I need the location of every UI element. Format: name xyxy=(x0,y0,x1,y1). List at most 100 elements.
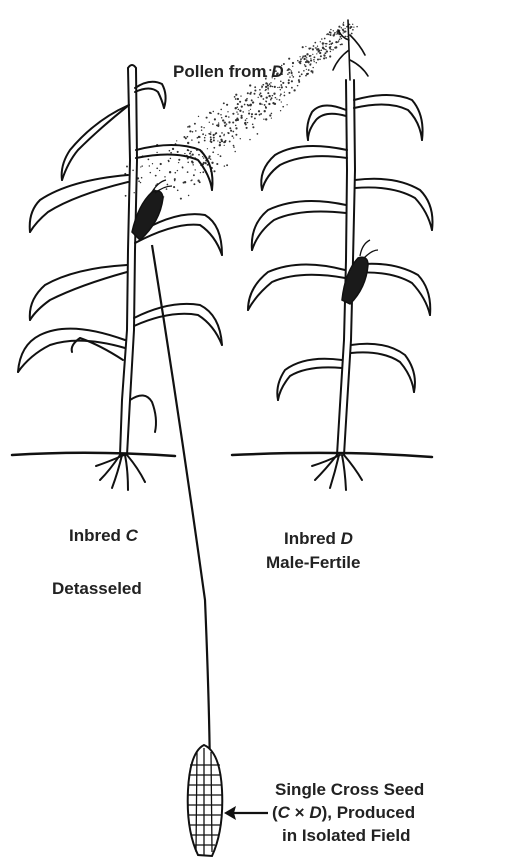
pollen-grain xyxy=(315,47,316,48)
pollen-grain xyxy=(187,171,189,173)
pollen-grain xyxy=(316,48,318,50)
pollen-grain xyxy=(329,55,331,57)
pollen-grain xyxy=(284,92,285,93)
pollen-grain xyxy=(270,85,272,87)
pollen-grain xyxy=(280,93,282,95)
pollen-grain xyxy=(252,101,254,103)
pollen-grain xyxy=(205,135,206,136)
pollen-grain xyxy=(223,102,225,104)
pollen-grain xyxy=(322,46,324,48)
pollen-grain xyxy=(314,42,316,44)
pollen-grain xyxy=(168,160,170,162)
inbred-c-label-prefix: Inbred xyxy=(69,526,126,545)
pollen-grain xyxy=(254,86,256,88)
pollen-grain xyxy=(265,86,267,88)
pollen-grain xyxy=(330,51,331,52)
pollen-grain xyxy=(303,70,305,72)
pollen-grain xyxy=(288,79,290,81)
pollen-grain xyxy=(203,127,204,128)
pollen-grain xyxy=(306,69,307,70)
pollen-grain xyxy=(206,117,208,119)
pollen-grain xyxy=(244,104,246,106)
pollen-grain xyxy=(226,104,228,106)
pollen-grain xyxy=(281,101,282,102)
pollen-grain xyxy=(303,58,305,60)
pollen-grain xyxy=(219,135,221,137)
pollen-grain xyxy=(300,58,302,60)
pollen-grain xyxy=(201,129,202,130)
pollen-grain xyxy=(224,121,226,123)
pollen-grain xyxy=(299,75,301,77)
pollen-grain xyxy=(229,140,231,142)
pollen-grain xyxy=(272,95,274,97)
pollen-grain xyxy=(316,47,317,48)
pollen-grain xyxy=(258,110,260,112)
pollen-grain xyxy=(210,136,212,138)
pollen-grain xyxy=(235,107,237,109)
pollen-grain xyxy=(271,118,272,119)
pollen-grain xyxy=(304,55,306,57)
pollen-grain xyxy=(228,121,230,123)
pollen-grain xyxy=(189,130,191,132)
pollen-grain xyxy=(193,183,195,185)
pollen-grain xyxy=(273,93,275,95)
pollen-grain xyxy=(237,119,239,121)
pollen-grain xyxy=(220,114,222,116)
seed-lineage-line xyxy=(152,245,210,790)
pollen-grain xyxy=(233,146,235,148)
detasseled-label: Detasseled xyxy=(52,579,142,599)
pollen-grain xyxy=(292,75,293,76)
pollen-grain xyxy=(305,75,307,77)
pollen-grain xyxy=(270,82,271,83)
pollen-grain xyxy=(213,137,215,139)
pollen-grain xyxy=(266,96,268,98)
pollen-grain xyxy=(310,58,311,59)
pollen-grain xyxy=(325,49,326,50)
pollen-grain xyxy=(308,69,310,71)
pollen-grain xyxy=(351,33,353,35)
pollen-grain xyxy=(313,59,315,61)
pollen-grain xyxy=(213,139,215,141)
pollen-grain xyxy=(226,123,228,125)
pollen-grain xyxy=(310,59,312,61)
pollen-grain xyxy=(172,148,174,150)
pollen-grain xyxy=(194,123,196,125)
pollen-grain xyxy=(254,93,256,95)
pollen-grain xyxy=(240,117,242,119)
seed-label-line3: in Isolated Field xyxy=(282,826,410,846)
seed-cross-symbol: × xyxy=(290,803,309,822)
pollen-grain xyxy=(341,38,342,39)
pollen-grain xyxy=(344,28,345,29)
pollen-grain xyxy=(264,104,266,106)
pollen-grain xyxy=(265,89,267,91)
pollen-grain xyxy=(233,137,234,138)
pollen-grain xyxy=(272,86,273,87)
pollen-grain xyxy=(183,136,185,138)
pollen-grain xyxy=(184,181,186,183)
pollen-grain xyxy=(305,46,306,47)
pollen-grain xyxy=(260,113,262,115)
pollen-grain xyxy=(324,52,326,54)
pollen-grain xyxy=(227,111,228,112)
pollen-grain xyxy=(259,114,261,116)
pollen-grain xyxy=(267,87,269,89)
pollen-grain xyxy=(204,137,206,139)
pollen-grain xyxy=(194,169,195,170)
pollen-grain xyxy=(228,116,230,118)
pollen-grain xyxy=(324,38,326,40)
pollen-grain xyxy=(325,45,327,47)
inbred-d-label: Inbred D xyxy=(284,529,353,549)
inbred-d-label-var: D xyxy=(341,529,353,548)
pollen-grain xyxy=(312,71,313,72)
pollen-grain xyxy=(178,162,179,163)
inbred-d-label-prefix: Inbred xyxy=(284,529,341,548)
pollen-grain xyxy=(174,180,176,182)
pollen-grain xyxy=(268,89,269,90)
seed-label-line2: (C × D), Produced xyxy=(272,803,415,823)
pollen-grain xyxy=(258,97,259,98)
pollen-grain xyxy=(306,53,308,55)
pollen-grain xyxy=(251,99,253,101)
pollen-grain xyxy=(245,122,246,123)
pollen-grain xyxy=(222,119,224,121)
pollen-grain xyxy=(170,152,172,154)
